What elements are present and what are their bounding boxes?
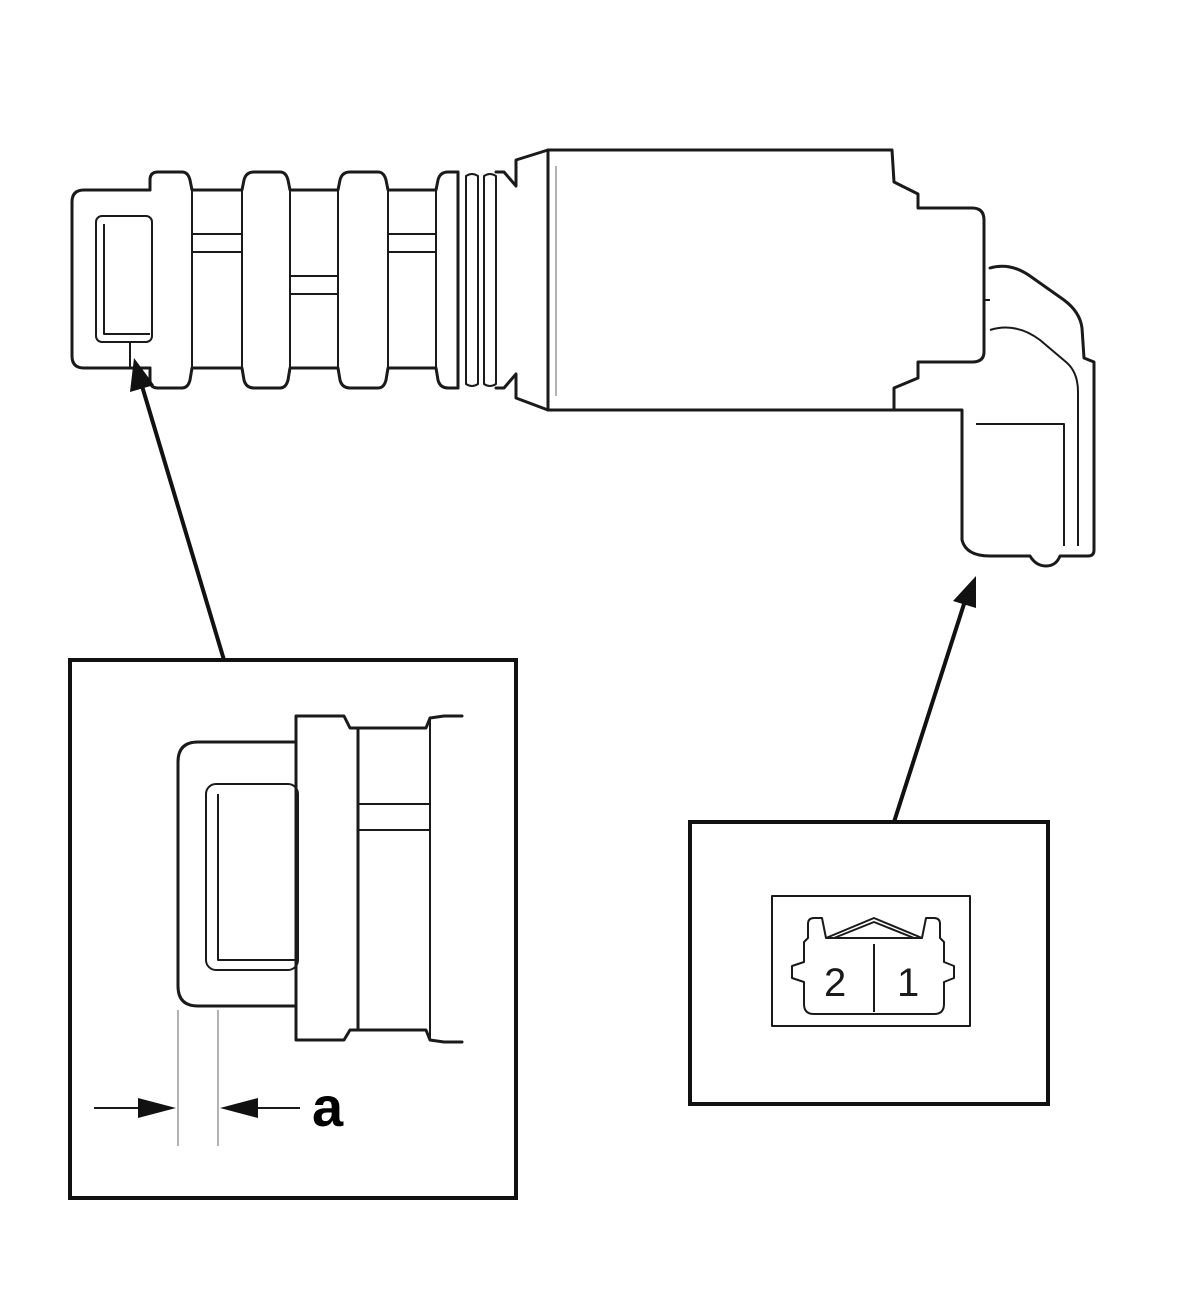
dimension-a — [94, 1010, 300, 1146]
connector-pin-1: 1 — [897, 961, 919, 1005]
dimension-label: a — [312, 1075, 344, 1138]
connector-pin-2: 2 — [824, 961, 846, 1005]
connector-housing — [892, 264, 1096, 568]
leader-arrow-connector — [892, 576, 976, 823]
detail-box-tip — [68, 658, 518, 1200]
valve-spool-body — [70, 148, 986, 412]
leader-arrow-tip — [130, 358, 226, 661]
detail-box-connector — [688, 820, 1050, 1106]
